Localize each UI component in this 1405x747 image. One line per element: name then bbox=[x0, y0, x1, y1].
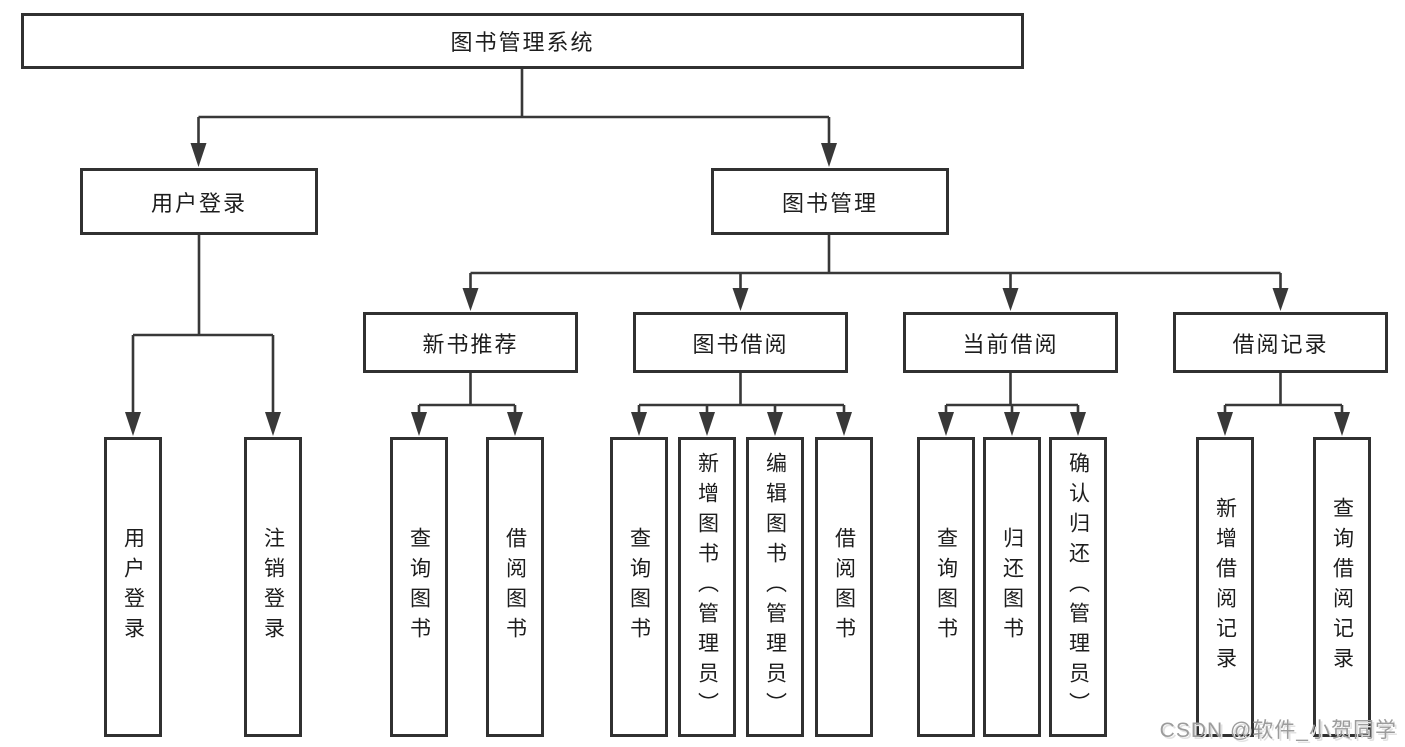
csdn-watermark: CSDN @软件_小贺同学 bbox=[1159, 719, 1397, 742]
leaf-label: 注销登录 bbox=[261, 527, 285, 647]
leaf-edit-books-admin: 编辑图书（管理员） bbox=[746, 437, 804, 737]
leaf-query-borrow-record: 查询借阅记录 bbox=[1313, 437, 1371, 737]
leaf-label: 借阅图书 bbox=[832, 527, 856, 647]
node-new-book-recommendation: 新书推荐 bbox=[363, 312, 578, 373]
leaf-query-books-recommend: 查询图书 bbox=[390, 437, 448, 737]
node-label: 新书推荐 bbox=[422, 331, 519, 357]
leaf-label: 编辑图书（管理员） bbox=[763, 452, 787, 722]
leaf-label: 新增借阅记录 bbox=[1213, 497, 1237, 677]
leaf-label: 新增图书（管理员） bbox=[695, 452, 719, 722]
leaf-label: 用户登录 bbox=[121, 527, 145, 647]
connector-paths bbox=[131, 69, 1344, 414]
node-label: 图书借阅 bbox=[692, 331, 789, 357]
leaf-query-books-current: 查询图书 bbox=[917, 437, 975, 737]
node-user-login: 用户登录 bbox=[80, 168, 318, 235]
leaf-label: 查询图书 bbox=[934, 527, 958, 647]
node-book-management: 图书管理 bbox=[711, 168, 949, 235]
leaf-add-borrow-record: 新增借阅记录 bbox=[1196, 437, 1254, 737]
leaf-logout: 注销登录 bbox=[244, 437, 302, 737]
node-library-management-system: 图书管理系统 bbox=[21, 13, 1024, 69]
leaf-user-login: 用户登录 bbox=[104, 437, 162, 737]
leaf-label: 借阅图书 bbox=[503, 527, 527, 647]
leaf-label: 查询图书 bbox=[407, 527, 431, 647]
leaf-label: 查询借阅记录 bbox=[1330, 497, 1354, 677]
leaf-return-books: 归还图书 bbox=[983, 437, 1041, 737]
leaf-borrow-books-borrowing: 借阅图书 bbox=[815, 437, 873, 737]
arrowheads bbox=[125, 143, 1350, 436]
leaf-borrow-books-recommend: 借阅图书 bbox=[486, 437, 544, 737]
node-borrowing-records: 借阅记录 bbox=[1173, 312, 1388, 373]
node-label: 用户登录 bbox=[150, 190, 247, 216]
node-current-borrowing: 当前借阅 bbox=[903, 312, 1118, 373]
node-label: 图书管理 bbox=[781, 190, 878, 216]
node-book-borrowing: 图书借阅 bbox=[633, 312, 848, 373]
node-label: 图书管理系统 bbox=[450, 30, 595, 55]
leaf-label: 确认归还（管理员） bbox=[1066, 452, 1090, 722]
leaf-query-books-borrowing: 查询图书 bbox=[610, 437, 668, 737]
leaf-label: 归还图书 bbox=[1000, 527, 1024, 647]
node-label: 借阅记录 bbox=[1232, 331, 1329, 357]
leaf-add-books-admin: 新增图书（管理员） bbox=[678, 437, 736, 737]
leaf-confirm-return-admin: 确认归还（管理员） bbox=[1049, 437, 1107, 737]
leaf-label: 查询图书 bbox=[627, 527, 651, 647]
node-label: 当前借阅 bbox=[962, 331, 1059, 357]
